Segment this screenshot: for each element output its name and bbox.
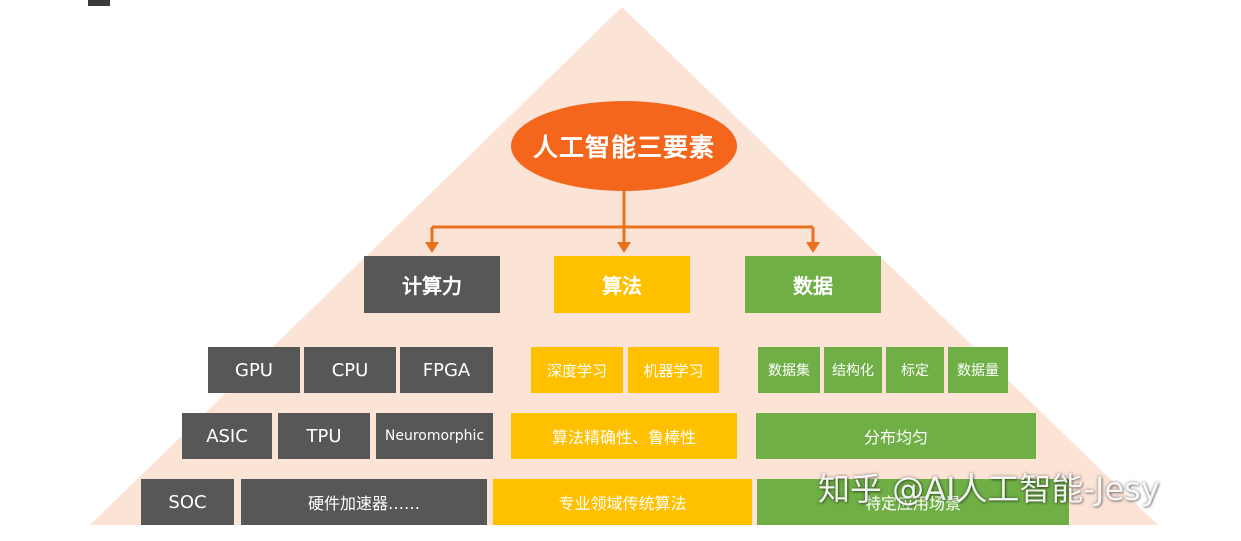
top-left-mark	[88, 0, 110, 6]
compute-item-gpu: GPU	[208, 347, 300, 393]
compute-item-tpu: TPU	[278, 413, 370, 459]
compute-header: 计算力	[364, 256, 500, 313]
algorithm-item-accuracy-robustness: 算法精确性、鲁棒性	[511, 413, 737, 459]
arrowhead-data	[806, 242, 820, 253]
connector-arrows	[425, 190, 820, 253]
arrowhead-algorithm	[617, 242, 631, 253]
data-item-structured: 结构化	[824, 347, 882, 393]
compute-item-soc: SOC	[141, 479, 234, 525]
data-header: 数据	[745, 256, 881, 313]
compute-item-asic: ASIC	[182, 413, 272, 459]
title-oval: 人工智能三要素	[511, 101, 737, 191]
algorithm-item-machine-learning: 机器学习	[628, 347, 719, 393]
compute-item-hardware-accelerator: 硬件加速器……	[241, 479, 487, 525]
algorithm-header: 算法	[554, 256, 690, 313]
watermark-text: 知乎 @AI人工智能-Jesy	[818, 470, 1160, 508]
data-item-even-distribution: 分布均匀	[756, 413, 1036, 459]
data-item-dataset: 数据集	[758, 347, 820, 393]
arrowhead-compute	[425, 242, 439, 253]
algorithm-item-deep-learning: 深度学习	[531, 347, 623, 393]
compute-item-neuromorphic: Neuromorphic	[376, 413, 493, 459]
data-item-labeling: 标定	[886, 347, 944, 393]
compute-item-cpu: CPU	[304, 347, 396, 393]
algorithm-item-traditional-algorithms: 专业领域传统算法	[493, 479, 752, 525]
data-item-specific-scenarios: 特定应用场景	[757, 479, 1069, 525]
compute-item-fpga: FPGA	[400, 347, 493, 393]
data-item-data-volume: 数据量	[948, 347, 1008, 393]
